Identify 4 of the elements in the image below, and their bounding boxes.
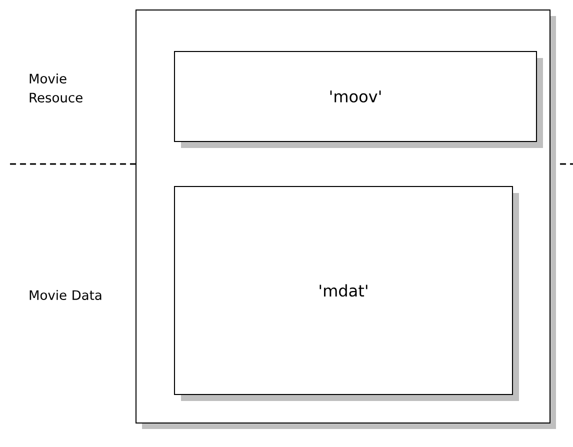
box: 'mdat' [174, 186, 519, 401]
side-label: Movie Resouce [30, 73, 82, 103]
box: 'moov' [174, 51, 543, 148]
side-label: Movie Data [30, 290, 102, 300]
